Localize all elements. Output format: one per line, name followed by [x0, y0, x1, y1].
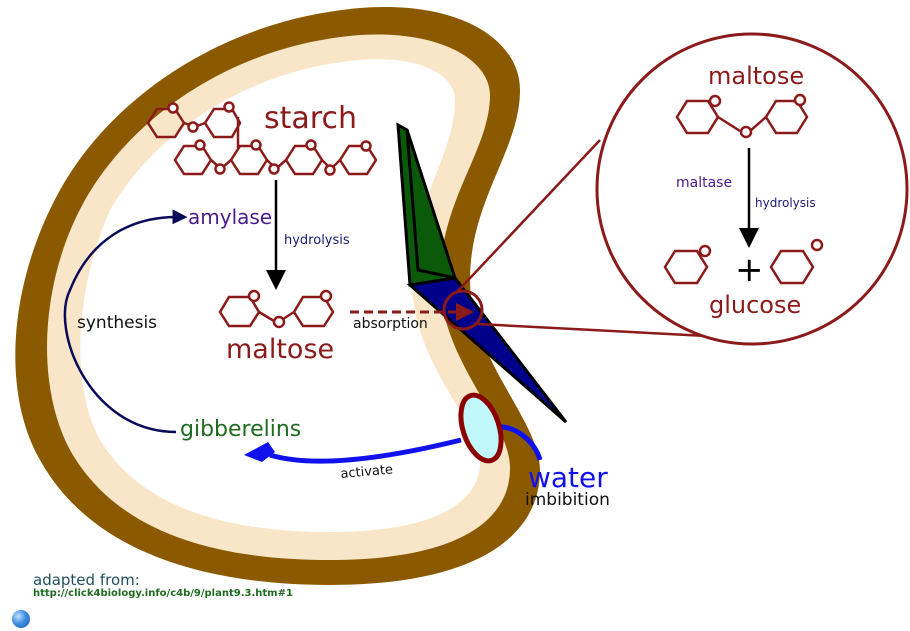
globe-icon[interactable]	[12, 610, 30, 628]
gibberelins-label: gibberelins	[180, 417, 302, 442]
inset-maltose-molecule	[675, 93, 809, 139]
absorption-label: absorption	[353, 316, 428, 332]
inset-glucose-label: glucose	[709, 291, 802, 319]
credit-url[interactable]: http://click4biology.info/c4b/9/plant9.3…	[33, 588, 293, 599]
water-label: water	[528, 461, 608, 494]
zoom-target-circle	[442, 289, 484, 331]
maltose-label: maltose	[226, 334, 335, 365]
zoom-inset-circle	[595, 32, 909, 346]
inset-glucose-molecules	[663, 238, 824, 285]
endosperm	[80, 59, 480, 532]
plus-sign: +	[735, 250, 764, 290]
inset-maltase-label: maltase	[676, 175, 733, 191]
amylase-label: amylase	[188, 205, 273, 229]
synthesis-label: synthesis	[77, 313, 158, 333]
starch-molecule	[146, 101, 378, 176]
embryo-radicle	[406, 276, 568, 424]
micropyle	[458, 392, 504, 464]
imbibition-label: imbibition	[525, 490, 610, 510]
embryo-plumule-2	[405, 129, 458, 281]
starch-label: starch	[264, 101, 357, 136]
maltose-molecule	[218, 289, 335, 329]
zoom-line-top	[455, 139, 601, 294]
inset-maltose-label: maltose	[708, 62, 805, 90]
activate-arrow	[269, 437, 462, 464]
inset-hydrolysis-label: hydrolysis	[755, 196, 816, 210]
hydrolysis-label: hydrolysis	[284, 233, 350, 248]
activate-arrowhead	[244, 442, 275, 462]
synthesis-arrow	[63, 209, 188, 434]
credit-adapted-from: adapted from:	[33, 571, 140, 589]
